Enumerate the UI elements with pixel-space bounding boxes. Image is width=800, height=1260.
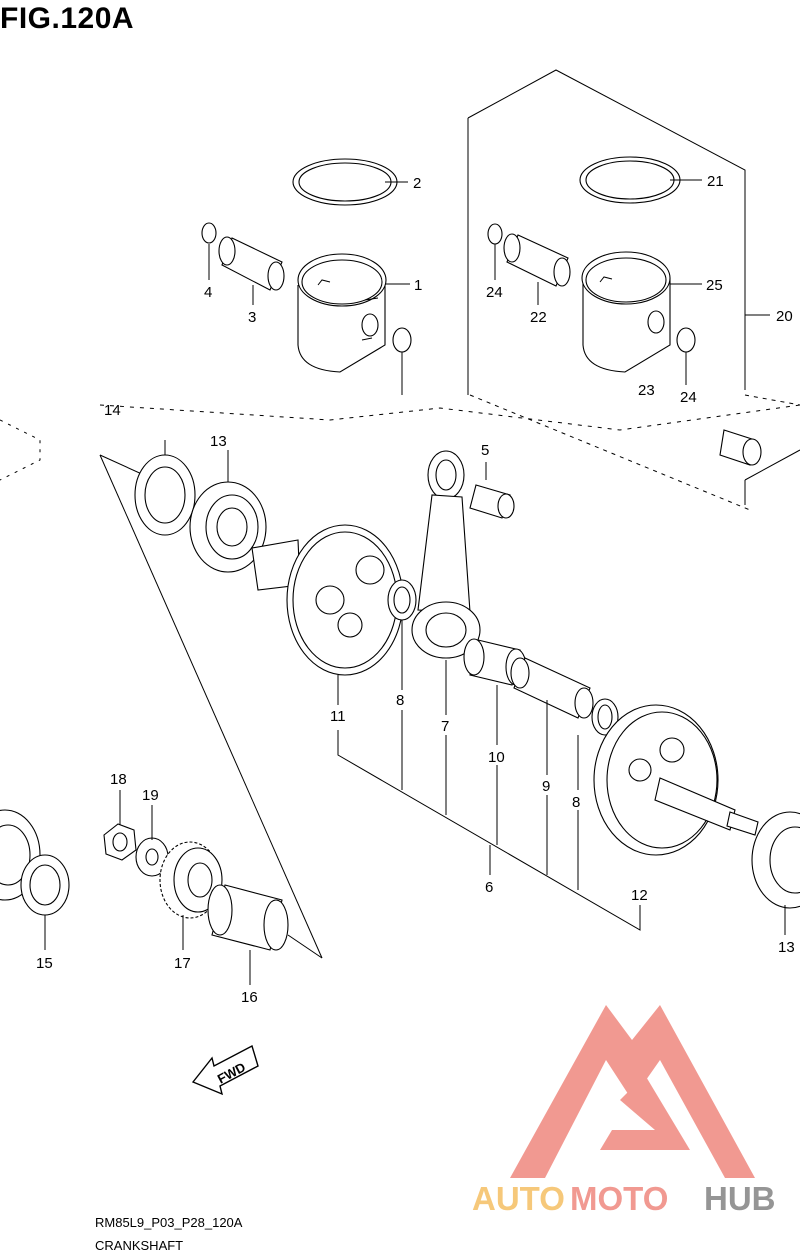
needle-bearing-23 xyxy=(719,429,762,466)
callout-24-right: 24 xyxy=(680,389,697,406)
callout-8-left: 8 xyxy=(396,692,404,709)
thrust-washer-8-left xyxy=(387,579,417,621)
figure-title: FIG.120A xyxy=(0,2,135,35)
callout-22: 22 xyxy=(530,309,547,326)
leader-lines xyxy=(44,179,786,985)
callout-2: 2 xyxy=(413,175,421,192)
piston-pin-3 xyxy=(218,236,285,291)
callout-16: 16 xyxy=(241,989,258,1006)
logo-text-hub: HUB xyxy=(704,1180,776,1217)
circlip-4-left xyxy=(201,222,217,244)
piston-ring-2 xyxy=(292,158,398,206)
fwd-direction-arrow: FWD xyxy=(191,1044,259,1096)
bearing-13-lower xyxy=(751,811,800,909)
callout-18: 18 xyxy=(110,771,127,788)
oil-seal-14 xyxy=(134,454,196,536)
callout-11: 11 xyxy=(330,708,346,725)
circlip-24-left xyxy=(487,223,503,245)
crank-half-11 xyxy=(251,524,404,676)
callout-4: 4 xyxy=(204,284,212,301)
piston-ring-21 xyxy=(579,156,681,204)
callout-6: 6 xyxy=(485,879,493,896)
callout-3: 3 xyxy=(248,309,256,326)
callout-23: 23 xyxy=(638,382,655,399)
nut-18 xyxy=(103,823,137,861)
callout-19: 19 xyxy=(142,787,159,804)
callout-1: 1 xyxy=(414,277,422,294)
callout-17: 17 xyxy=(174,955,191,972)
callout-13-upper: 13 xyxy=(210,433,227,450)
piston-1 xyxy=(297,253,387,373)
piston-25 xyxy=(581,251,671,373)
connecting-rod-7 xyxy=(411,450,481,659)
callout-14: 14 xyxy=(104,402,121,419)
automotohub-logo: AUTO MOTO HUB xyxy=(472,1005,776,1217)
callout-24-left: 24 xyxy=(486,284,503,301)
figure-code: RM85L9_P03_P28_120A xyxy=(95,1215,243,1230)
oil-seal-15 xyxy=(20,854,70,916)
piston-kit-frame xyxy=(467,69,800,511)
logo-text-moto: MOTO xyxy=(570,1180,668,1217)
callout-labels: 1 2 3 4 5 6 7 8 8 9 10 11 12 13 13 14 15… xyxy=(36,173,795,1006)
circlip-24-right xyxy=(676,327,696,353)
callout-8-right: 8 xyxy=(572,794,580,811)
thrust-washer-8-right xyxy=(591,698,619,736)
circlip-4-right xyxy=(392,327,412,353)
figure-caption: CRANKSHAFT xyxy=(95,1238,184,1253)
crank-pin-9 xyxy=(510,657,594,719)
crank-assembly-frame xyxy=(0,404,800,959)
logo-text-auto: AUTO xyxy=(472,1180,565,1217)
callout-21: 21 xyxy=(707,173,724,190)
callout-7: 7 xyxy=(441,718,449,735)
spacer-16 xyxy=(207,884,289,951)
callout-12: 12 xyxy=(631,887,648,904)
callout-10: 10 xyxy=(488,749,505,766)
callout-9: 9 xyxy=(542,778,550,795)
callout-20: 20 xyxy=(776,308,793,325)
needle-bearing-5 xyxy=(469,484,515,519)
callout-5: 5 xyxy=(481,442,489,459)
callout-25: 25 xyxy=(706,277,723,294)
crank-half-12 xyxy=(593,704,759,856)
callout-13-lower: 13 xyxy=(778,939,795,956)
piston-pin-22 xyxy=(503,233,571,287)
callout-15: 15 xyxy=(36,955,53,972)
bearing-13-upper xyxy=(189,481,267,573)
washer-19 xyxy=(135,837,169,877)
